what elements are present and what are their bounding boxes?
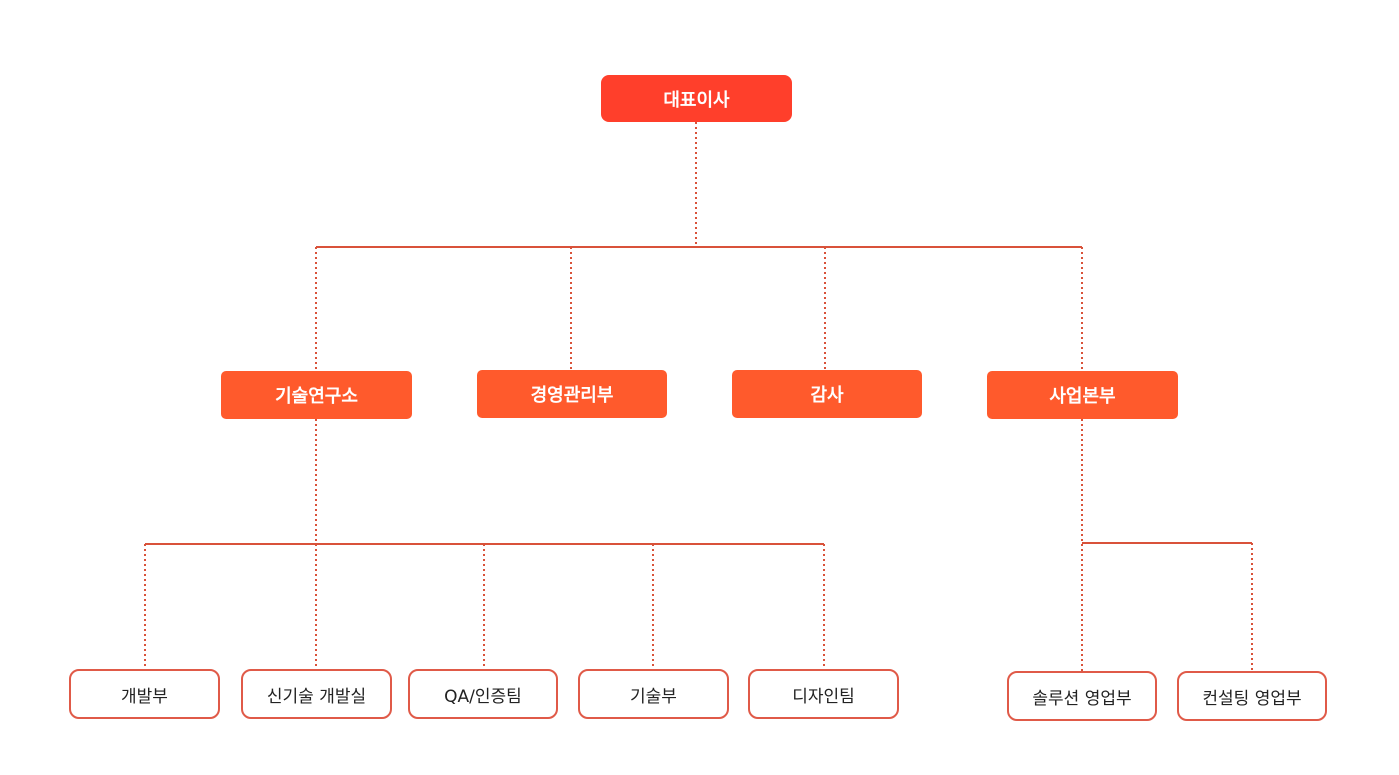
node-design-team-label: 디자인팀 [792,686,855,707]
node-qa-cert-team: QA/인증팀 [408,669,558,719]
node-audit-label: 감사 [810,385,844,406]
node-ceo-label: 대표이사 [663,89,730,111]
node-tech-dept: 기술부 [578,669,729,719]
node-consulting-sales: 컨설팅 영업부 [1177,671,1327,721]
node-business-hq-label: 사업본부 [1049,386,1116,407]
node-research-lab-label: 기술연구소 [275,386,358,407]
node-research-lab: 기술연구소 [221,371,412,419]
node-audit: 감사 [732,370,922,418]
node-new-tech-lab-label: 신기술 개발실 [266,686,367,707]
node-consulting-sales-label: 컨설팅 영업부 [1202,688,1302,709]
node-solution-sales: 솔루션 영업부 [1007,671,1157,721]
node-management-dept: 경영관리부 [477,370,667,418]
node-tech-dept-label: 기술부 [630,686,677,707]
node-ceo: 대표이사 [601,75,792,122]
node-management-dept-label: 경영관리부 [530,385,614,406]
node-business-hq: 사업본부 [987,371,1178,419]
node-solution-sales-label: 솔루션 영업부 [1032,688,1132,709]
node-qa-cert-team-label: QA/인증팀 [444,686,522,707]
node-new-tech-lab: 신기술 개발실 [241,669,392,719]
node-design-team: 디자인팀 [748,669,899,719]
node-dev-dept-label: 개발부 [121,686,168,707]
node-dev-dept: 개발부 [69,669,220,719]
